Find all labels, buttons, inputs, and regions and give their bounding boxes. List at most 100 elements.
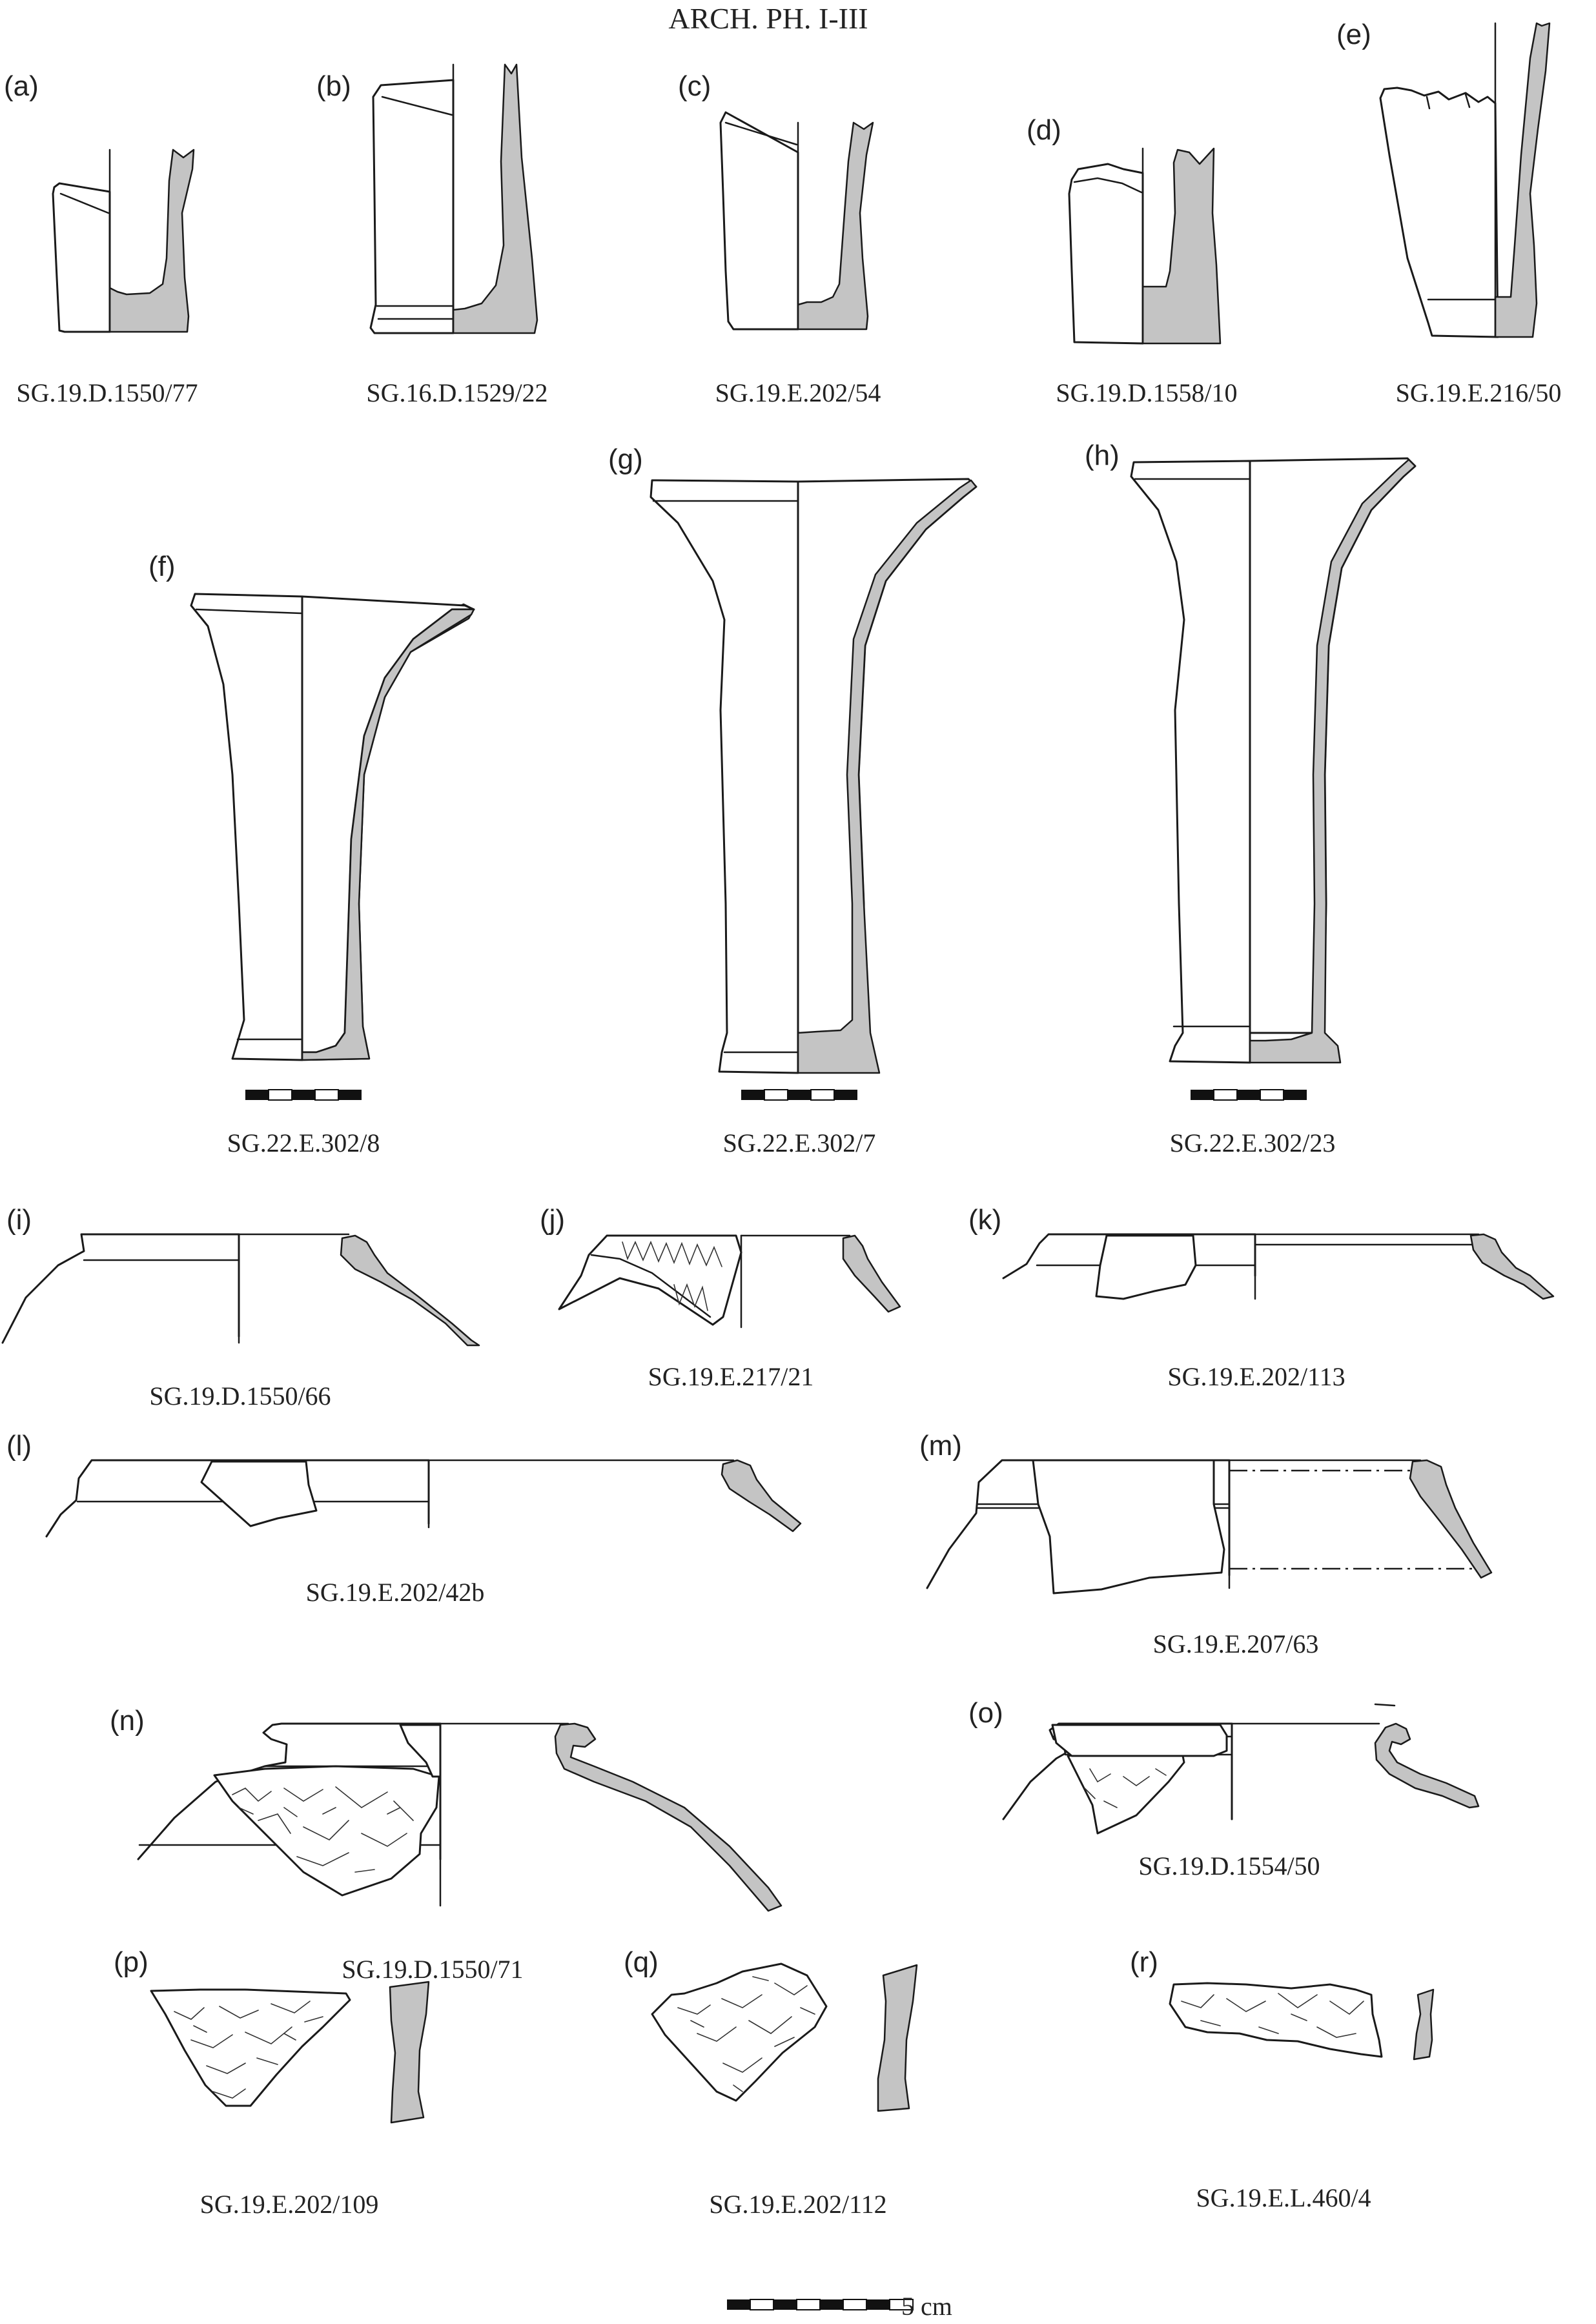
vessel-profile (1, 1233, 240, 1344)
figure-e: (e) SG.19.E.216/50 (1336, 19, 1561, 407)
section (1413, 1988, 1435, 2061)
section (1409, 1459, 1493, 1579)
figure-caption: SG.19.E.L.460/4 (1196, 2183, 1371, 2212)
vessel-profile (369, 79, 455, 334)
figure-caption: SG.19.E.216/50 (1396, 378, 1562, 407)
figure-i: (i) SG.19.D.1550/66 (1, 1204, 480, 1411)
sherd-outline (150, 1988, 351, 2107)
vessel-profile-outer (301, 595, 475, 1054)
figure-p: (p) SG.19.E.202/109 (114, 1946, 430, 2219)
section (452, 63, 538, 334)
figure-caption: SG.19.E.202/42b (306, 1578, 485, 1607)
figure-label: (e) (1336, 19, 1371, 50)
section (877, 1964, 918, 2112)
figure-label: (h) (1085, 440, 1120, 471)
incised-zigzag (622, 1240, 722, 1267)
section (340, 1234, 480, 1347)
surface-texture (232, 1786, 414, 1873)
sherd-outline (1032, 1459, 1225, 1595)
figure-h: (h) SG.22.E.302/23 (1085, 440, 1417, 1157)
figure-label: (d) (1027, 114, 1061, 146)
vessel-profile (190, 593, 303, 1061)
rim-line (59, 192, 110, 214)
figure-d: (d) SG.19.D.1558/10 (1027, 114, 1238, 407)
surface-texture (174, 2001, 323, 2099)
figure-caption: SG.22.E.302/7 (723, 1128, 876, 1157)
figure-caption: SG.19.D.1554/50 (1138, 1851, 1320, 1881)
rim-line (1426, 93, 1471, 110)
figure-caption: SG.19.D.1558/10 (1056, 378, 1237, 407)
scale-label: 5 cm (901, 2292, 952, 2321)
figure-label: (f) (148, 551, 176, 582)
rim-line (195, 608, 302, 615)
vessel-profile (719, 111, 799, 331)
vessel-profile (650, 479, 799, 1074)
vessel-profile (1379, 87, 1499, 338)
figure-c: (c) SG.19.E.202/54 (678, 70, 881, 407)
surface-texture (1084, 1768, 1167, 1808)
figure-label: (b) (316, 70, 351, 102)
figure-caption: SG.19.D.1550/77 (16, 378, 198, 407)
scale-bar (1191, 1089, 1307, 1101)
rim-line-2 (376, 305, 453, 320)
vessel-profile (1130, 460, 1251, 1064)
figure-label: (r) (1130, 1946, 1158, 1978)
figure-m: (m) SG.19.E.207/63 (919, 1430, 1493, 1658)
rim-mark (1374, 1703, 1396, 1707)
figure-caption: SG.19.E.202/109 (200, 2190, 379, 2219)
section (797, 121, 874, 331)
section (301, 608, 475, 1061)
vessel-profile-outer (1249, 457, 1417, 1034)
section (842, 1234, 901, 1313)
figure-label: (k) (968, 1204, 1001, 1236)
figure-label: (m) (919, 1430, 962, 1462)
figure-r: (r) SG.19.E.L.460/4 (1130, 1946, 1435, 2212)
figure-l: (l) SG.19.E.202/42b (6, 1430, 802, 1607)
sherd-outline (1095, 1234, 1197, 1300)
section (1141, 147, 1222, 345)
figure-k: (k) SG.19.E.202/113 (968, 1204, 1555, 1391)
rim-line (1073, 177, 1143, 194)
figure-caption: SG.19.D.1550/71 (342, 1955, 523, 1984)
rim-line (724, 121, 798, 146)
surface-texture (1181, 1993, 1364, 2038)
rim-line (381, 96, 453, 116)
plate-header: ARCH. PH. I-III (668, 2, 868, 35)
scale-bar (245, 1089, 362, 1101)
section (797, 479, 977, 1074)
surface-texture (677, 1976, 815, 2092)
section (554, 1722, 783, 1912)
figure-j: (j) SG.19.E.217/21 (540, 1204, 901, 1391)
rim-top (1254, 1233, 1488, 1246)
figure-b: (b) SG.16.D.1529/22 (316, 63, 548, 407)
section (1494, 22, 1551, 338)
figure-o: (o) SG.19.D.1554/50 (968, 1697, 1480, 1881)
figure-label: (l) (6, 1430, 32, 1462)
figure-caption: SG.16.D.1529/22 (366, 378, 547, 407)
figure-g: (g) SG.22.E.302/7 (608, 443, 977, 1157)
section (389, 1981, 430, 2124)
figure-label: (j) (540, 1204, 565, 1236)
figure-a: (a) SG.19.D.1550/77 (4, 70, 198, 407)
figure-caption: SG.19.E.202/112 (709, 2190, 886, 2219)
section (1374, 1722, 1480, 1809)
figure-label: (a) (4, 70, 39, 102)
section (1469, 1233, 1555, 1300)
figure-caption: SG.19.E.207/63 (1153, 1629, 1319, 1658)
figure-label: (q) (624, 1946, 659, 1978)
figure-label: (n) (110, 1705, 145, 1737)
figure-caption: SG.22.E.302/23 (1170, 1128, 1336, 1157)
figure-label: (p) (114, 1946, 148, 1978)
figure-caption: SG.19.E.202/54 (715, 378, 881, 407)
sherd-top (1051, 1724, 1228, 1757)
sherd-outline (1169, 1982, 1383, 2058)
section (721, 1459, 802, 1533)
sherd-outline (200, 1460, 318, 1527)
vessel-profile (1068, 163, 1144, 345)
figure-caption: SG.22.E.302/8 (227, 1128, 380, 1157)
figure-caption: SG.19.E.202/113 (1167, 1362, 1345, 1391)
figure-label: (c) (678, 70, 711, 102)
sherd-outline (213, 1765, 440, 1897)
section (1249, 458, 1417, 1064)
